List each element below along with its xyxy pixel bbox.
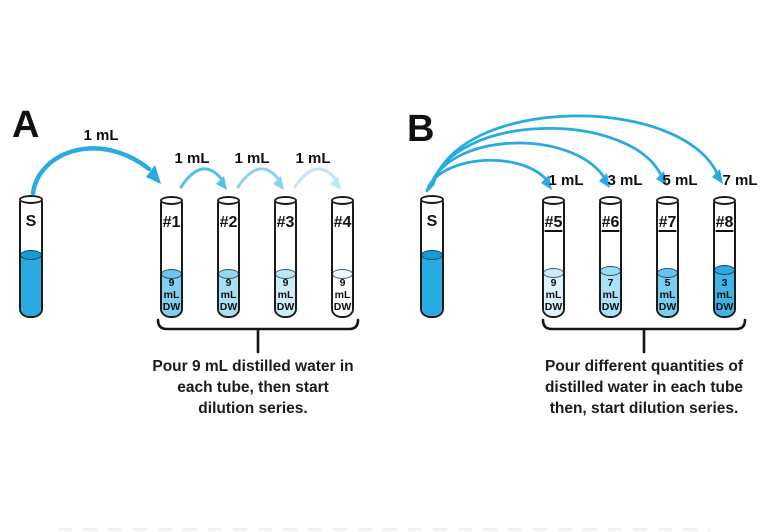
tube-label: #3: [276, 214, 295, 231]
transfer-arrow-a-1-to-2: [179, 167, 225, 189]
water-meniscus: [658, 268, 677, 278]
tube-glass: [19, 199, 43, 318]
caption-line: then, start dilution series.: [549, 400, 739, 417]
tube-mouth: [217, 196, 240, 205]
water-meniscus: [162, 269, 181, 279]
bracket-panel-b: [541, 318, 747, 354]
water-meniscus: [21, 250, 41, 260]
tube-label: #5: [544, 214, 563, 231]
tube-mouth: [599, 196, 622, 205]
caption-line: Pour 9 mL distilled water in: [152, 358, 354, 375]
arrow-label-a-2: 1 mL: [174, 150, 210, 167]
arrow-label-b-2: 3 mL: [607, 172, 643, 189]
tube-glass: [420, 199, 444, 318]
panel-a-letter: A: [12, 104, 40, 146]
tube-b-source: S: [420, 195, 444, 318]
water-meniscus: [715, 265, 734, 275]
cropped-text-remnant: [58, 528, 710, 531]
arrow-label-b-4: 7 mL: [722, 172, 758, 189]
arrow-label-a-3: 1 mL: [234, 150, 270, 167]
transfer-arrow-b-s-to-5: [425, 159, 548, 193]
transfer-arrow-a-3-to-4: [293, 167, 339, 189]
tube-label: #2: [219, 214, 238, 231]
tube-label: #8: [715, 214, 734, 231]
tube-label: #4: [333, 214, 352, 231]
tube-label: #1: [162, 214, 181, 231]
water-meniscus: [219, 269, 238, 279]
water-meniscus: [422, 250, 442, 260]
tube-label: #6: [601, 214, 620, 231]
arrow-label-a-1: 1 mL: [83, 127, 119, 144]
water-meniscus: [544, 268, 563, 278]
water-meniscus: [276, 269, 295, 279]
tube-mouth: [713, 196, 736, 205]
bracket-panel-a: [156, 318, 360, 354]
tube-mouth: [274, 196, 297, 205]
transfer-arrow-a-s-to-1: [30, 146, 152, 196]
arrow-label-b-3: 5 mL: [662, 172, 698, 189]
water-meniscus: [333, 269, 352, 279]
tube-label: S: [25, 213, 37, 230]
caption-line: each tube, then start: [177, 379, 329, 396]
caption-panel-a: Pour 9 mL distilled water in each tube, …: [128, 356, 378, 419]
tube-mouth: [331, 196, 354, 205]
arrow-label-b-1: 1 mL: [548, 172, 584, 189]
tube-mouth: [160, 196, 183, 205]
caption-line: dilution series.: [198, 400, 308, 417]
tube-water: [422, 250, 442, 316]
caption-panel-b: Pour different quantities of distilled w…: [519, 356, 768, 419]
tube-label: S: [426, 213, 438, 230]
panel-b-letter: B: [407, 108, 435, 150]
water-meniscus: [601, 266, 620, 276]
arrow-label-a-4: 1 mL: [295, 150, 331, 167]
transfer-arrowhead: [273, 176, 284, 190]
transfer-arrowhead: [216, 176, 227, 190]
tube-mouth: [420, 195, 444, 204]
tube-water: [21, 250, 41, 316]
tube-label: #7: [658, 214, 677, 231]
tube-mouth: [542, 196, 565, 205]
tube-mouth: [656, 196, 679, 205]
transfer-arrow-a-2-to-3: [236, 167, 282, 189]
tube-a-source: S: [19, 195, 43, 318]
transfer-arrowhead: [146, 165, 161, 184]
caption-line: Pour different quantities of: [544, 358, 744, 375]
caption-line: distilled water in each tube: [544, 379, 744, 396]
tube-mouth: [19, 195, 43, 204]
transfer-arrowhead: [330, 176, 341, 190]
